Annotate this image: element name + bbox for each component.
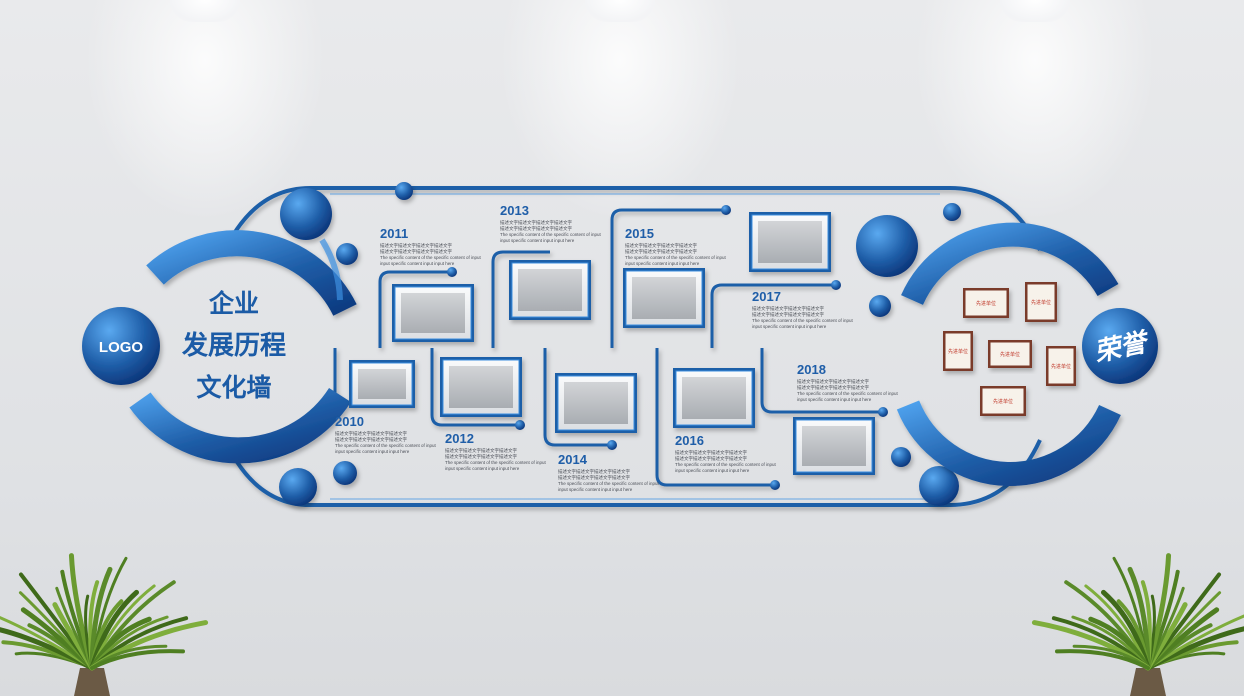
- timeline-desc: 描述文字描述文字描述文字描述文字: [558, 468, 630, 475]
- timeline-desc: 描述文字描述文字描述文字描述文字: [752, 311, 824, 318]
- timeline-desc: input specific content input input here: [752, 324, 827, 329]
- timeline-desc: 描述文字描述文字描述文字描述文字: [625, 242, 697, 249]
- certificate-text: 先进单位: [1031, 299, 1051, 306]
- logo-text: LOGO: [99, 339, 143, 356]
- timeline-desc: 描述文字描述文字描述文字描述文字: [380, 248, 452, 255]
- photo-frame-icon: [509, 260, 591, 320]
- photo-frame-icon: [623, 268, 705, 328]
- timeline-desc: input specific content input input here: [380, 261, 455, 266]
- certificate-text: 先进单位: [1000, 351, 1020, 358]
- timeline-year: 2013: [500, 203, 529, 218]
- wall-title-line-3: 文化墙: [196, 373, 271, 402]
- honor-badge: [1082, 308, 1158, 384]
- spotlight-icon: [1000, 0, 1070, 22]
- timeline-desc: 描述文字描述文字描述文字描述文字: [335, 436, 407, 443]
- plant-icon: [1031, 553, 1244, 696]
- timeline-desc: input specific content input input here: [625, 261, 700, 266]
- wall-title-line-2: 发展历程: [181, 330, 286, 361]
- timeline-desc: The specific content of the specific con…: [625, 255, 727, 260]
- photo-frame-icon: [440, 357, 522, 417]
- timeline-desc: 描述文字描述文字描述文字描述文字: [797, 378, 869, 385]
- timeline-desc: input specific content input input here: [558, 487, 633, 492]
- timeline-desc: The specific content of the specific con…: [675, 462, 777, 467]
- outline-track-inner: [330, 193, 940, 500]
- wall-title-line-1: 企业: [209, 289, 259, 318]
- logo-badge: [82, 307, 160, 385]
- timeline-desc: The specific content of the specific con…: [445, 460, 547, 465]
- photo-frame-icon: [793, 417, 875, 475]
- timeline-desc: input specific content input input here: [445, 466, 520, 471]
- timeline-desc: 描述文字描述文字描述文字描述文字: [558, 474, 630, 481]
- timeline-desc: 描述文字描述文字描述文字描述文字: [675, 455, 747, 462]
- left-ring: [129, 230, 357, 464]
- timeline-desc: 描述文字描述文字描述文字描述文字: [335, 430, 407, 437]
- timeline-year: 2012: [445, 431, 474, 446]
- photo-frame-group: [349, 212, 875, 475]
- timeline-year: 2015: [625, 226, 654, 241]
- spotlight-icon: [585, 0, 655, 22]
- certificate-text: 先进单位: [948, 348, 968, 355]
- timeline-desc: input specific content input input here: [675, 468, 750, 473]
- timeline-desc: The specific content of the specific con…: [500, 232, 602, 237]
- timeline-dots: [447, 205, 888, 490]
- timeline-desc: 描述文字描述文字描述文字描述文字: [797, 384, 869, 391]
- decorative-balls: [279, 182, 961, 506]
- timeline-year: 2010: [335, 414, 364, 429]
- timeline-desc: 描述文字描述文字描述文字描述文字: [445, 447, 517, 454]
- timeline-desc: 描述文字描述文字描述文字描述文字: [500, 219, 572, 226]
- timeline-desc: 描述文字描述文字描述文字描述文字: [500, 225, 572, 232]
- timeline-year: 2011: [380, 226, 408, 241]
- right-ring: [896, 222, 1121, 486]
- certificate-icon: 先进单位: [1025, 282, 1057, 322]
- timeline-desc: 描述文字描述文字描述文字描述文字: [675, 449, 747, 456]
- certificate-icon: 先进单位: [943, 331, 973, 371]
- timeline-desc: 描述文字描述文字描述文字描述文字: [445, 453, 517, 460]
- outline-track: [223, 186, 1042, 507]
- photo-frame-icon: [349, 360, 415, 408]
- certificate-icon: 先进单位: [980, 386, 1026, 416]
- plant-icon: [0, 553, 209, 696]
- timeline-desc: input specific content input input here: [797, 397, 872, 402]
- certificate-icon: 先进单位: [988, 340, 1032, 368]
- timeline-desc: input specific content input input here: [335, 449, 410, 454]
- timeline-year: 2014: [558, 452, 588, 467]
- certificate-group: 先进单位先进单位先进单位先进单位先进单位先进单位: [943, 282, 1076, 416]
- photo-frame-icon: [555, 373, 637, 433]
- photo-frame-icon: [392, 284, 474, 342]
- certificate-icon: 先进单位: [1046, 346, 1076, 386]
- timeline-desc: The specific content of the specific con…: [797, 391, 899, 396]
- photo-frame-icon: [749, 212, 831, 272]
- timeline-desc: The specific content of the specific con…: [558, 481, 660, 486]
- timeline-year: 2016: [675, 433, 704, 448]
- timeline-desc: 描述文字描述文字描述文字描述文字: [625, 248, 697, 255]
- certificate-icon: 先进单位: [963, 288, 1009, 318]
- timeline-desc: The specific content of the specific con…: [335, 443, 437, 448]
- certificate-text: 先进单位: [1051, 363, 1071, 370]
- timeline-branches: [333, 208, 882, 487]
- timeline-desc: 描述文字描述文字描述文字描述文字: [380, 242, 452, 249]
- timeline-desc: The specific content of the specific con…: [380, 255, 482, 260]
- timeline-labels: 2010描述文字描述文字描述文字描述文字描述文字描述文字描述文字描述文字The …: [335, 203, 899, 492]
- timeline-year: 2018: [797, 362, 826, 377]
- certificate-text: 先进单位: [976, 300, 996, 307]
- spotlight-icon: [170, 0, 240, 22]
- timeline-year: 2017: [752, 289, 781, 304]
- timeline-desc: 描述文字描述文字描述文字描述文字: [752, 305, 824, 312]
- timeline-desc: The specific content of the specific con…: [752, 318, 854, 323]
- photo-frame-icon: [673, 368, 755, 428]
- certificate-text: 先进单位: [993, 398, 1013, 405]
- timeline-desc: input specific content input input here: [500, 238, 575, 243]
